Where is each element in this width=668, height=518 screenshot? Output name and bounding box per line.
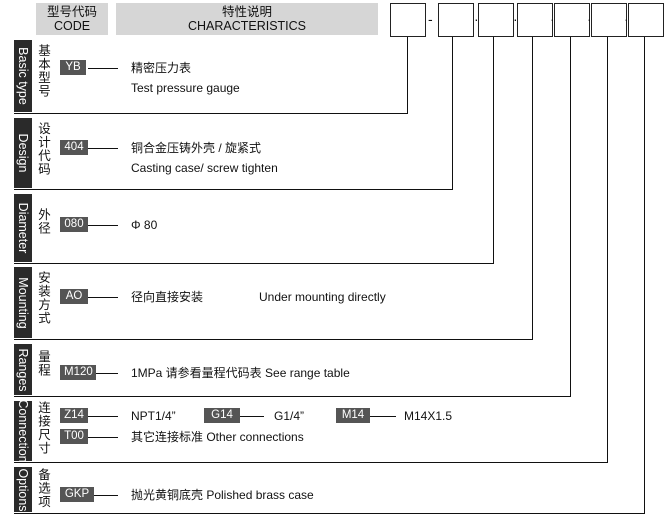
code-gkp: GKP <box>60 487 94 502</box>
text-ranges: 1MPa 请参看量程代码表 See range table <box>131 366 350 380</box>
code-dash <box>88 68 118 69</box>
code-header-cn: 型号代码 <box>46 5 97 19</box>
code-dash <box>240 416 264 417</box>
code-404: 404 <box>60 140 88 155</box>
label-diameter-cn: 外径 <box>36 208 50 235</box>
code-box-4 <box>517 3 553 37</box>
label-options-en: Options <box>16 467 30 512</box>
connector-basic <box>407 37 408 113</box>
connector-mounting <box>532 37 533 339</box>
code-dash <box>370 416 396 417</box>
text-basic-en: Test pressure gauge <box>131 81 240 95</box>
text-m14x15: M14X1.5 <box>404 409 453 423</box>
connector-connection-h <box>14 462 608 463</box>
connector-options-h <box>14 513 645 514</box>
connector-ranges-h <box>14 396 571 397</box>
code-dash <box>88 297 118 298</box>
code-dash <box>88 416 118 417</box>
label-basic-type-en: Basic type <box>16 47 30 105</box>
label-options-cn: 备选项 <box>36 468 50 509</box>
text-mounting-en: Under mounting directly <box>259 290 386 304</box>
code-box-1 <box>390 3 426 37</box>
connector-design-h <box>14 189 453 190</box>
code-yb: YB <box>60 60 86 75</box>
code-box-6 <box>591 3 627 37</box>
connector-basic-h <box>14 113 408 114</box>
connector-diameter-h <box>14 263 494 264</box>
label-design: Design 设计代码 <box>14 118 52 188</box>
label-ranges-cn: 量程 <box>36 350 50 377</box>
code-box-3 <box>478 3 514 37</box>
label-diameter-en: Diameter <box>16 202 30 254</box>
text-options: 抛光黄铜底壳 Polished brass case <box>131 488 314 502</box>
text-diameter: Φ 80 <box>131 218 158 232</box>
separator-dot: · <box>474 11 479 27</box>
separator-dash: - <box>428 11 433 27</box>
label-ranges: Ranges 量程 <box>14 344 52 395</box>
code-m120: M120 <box>60 365 96 380</box>
label-connection: Connection 连接尺寸 <box>14 399 52 463</box>
label-mounting-cn: 安装方式 <box>36 271 50 325</box>
characteristics-header: 特性说明 CHARACTERISTICS <box>116 3 378 35</box>
separator-dot: · <box>624 11 629 27</box>
characteristics-header-cn: 特性说明 <box>221 5 272 19</box>
connector-options <box>644 37 645 513</box>
label-design-cn: 设计代码 <box>36 122 50 176</box>
code-z14: Z14 <box>60 408 88 423</box>
text-basic-cn: 精密压力表 <box>131 61 192 75</box>
text-mounting-cn: 径向直接安装 <box>131 290 204 304</box>
code-dash <box>96 373 118 374</box>
label-design-en: Design <box>16 133 30 173</box>
connector-diameter <box>493 37 494 263</box>
connector-ranges <box>570 37 571 396</box>
label-mounting-en: Mounting <box>16 276 30 329</box>
text-other-connections: 其它连接标准 Other connections <box>131 430 304 444</box>
label-basic-type: Basic type 基本型号 <box>14 40 52 112</box>
code-m14: M14 <box>336 408 370 423</box>
connector-design <box>452 37 453 189</box>
characteristics-header-en: CHARACTERISTICS <box>187 19 307 33</box>
label-connection-en: Connection <box>16 399 30 463</box>
code-header-en: CODE <box>53 19 91 33</box>
connector-mounting-h <box>14 339 533 340</box>
code-ao: AO <box>60 289 88 304</box>
code-box-2 <box>438 3 474 37</box>
text-design-en: Casting case/ screw tighten <box>131 161 278 175</box>
code-g14: G14 <box>204 408 240 423</box>
label-basic-type-cn: 基本型号 <box>36 44 50 98</box>
separator-dot: · <box>550 11 555 27</box>
separator-dot: · <box>513 11 518 27</box>
label-diameter: Diameter 外径 <box>14 194 52 262</box>
code-box-7 <box>628 3 664 37</box>
code-box-5 <box>554 3 590 37</box>
label-mounting: Mounting 安装方式 <box>14 267 52 338</box>
separator-dot: · <box>587 11 592 27</box>
text-design-cn: 铜合金压铸外壳 / 旋紧式 <box>131 141 262 155</box>
code-header: 型号代码 CODE <box>36 3 108 35</box>
code-dash <box>88 148 118 149</box>
label-connection-cn: 连接尺寸 <box>36 401 50 455</box>
code-dash <box>88 437 118 438</box>
label-options: Options 备选项 <box>14 467 52 512</box>
code-080: 080 <box>60 217 88 232</box>
code-dash <box>88 225 118 226</box>
label-ranges-en: Ranges <box>16 347 30 392</box>
connector-connection <box>607 37 608 462</box>
code-dash <box>94 495 118 496</box>
text-g14: G1/4” <box>274 409 305 423</box>
code-t00: T00 <box>60 429 88 444</box>
text-npt14: NPT1/4” <box>131 409 176 423</box>
